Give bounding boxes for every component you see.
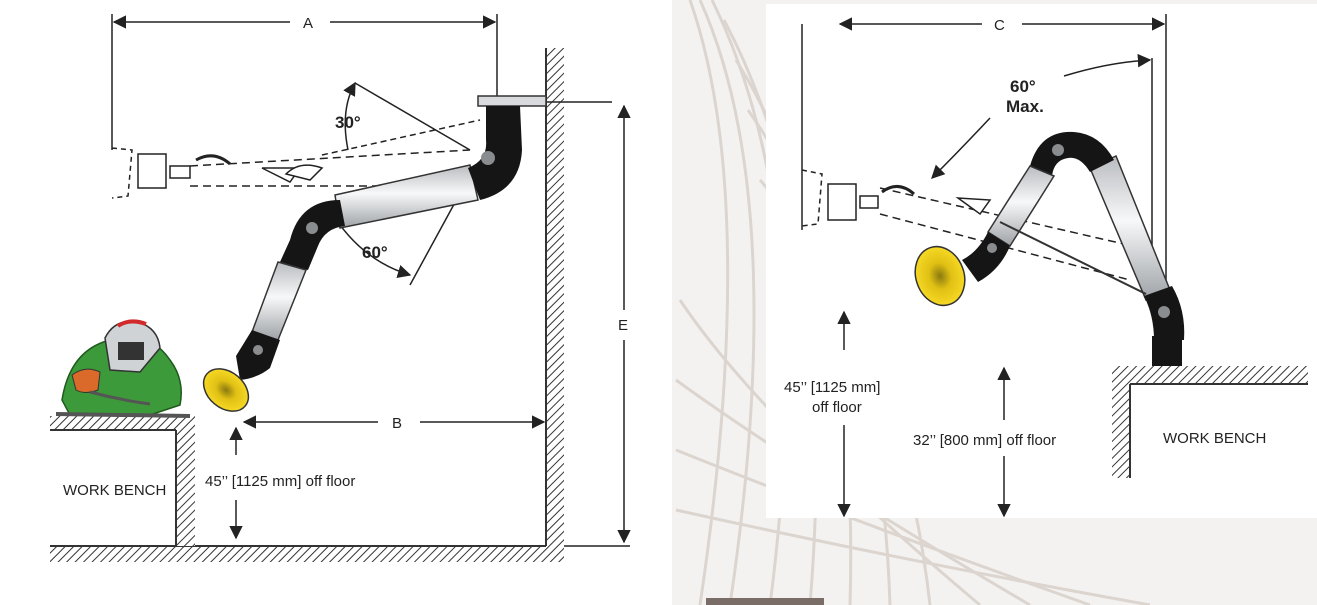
retracted-arm-outline-right [801,169,1151,281]
left-floor [50,546,564,562]
right-work-bench [1112,366,1308,478]
right-height-note-2: 32’’ [800 mm] off floor [913,432,1056,449]
dimension-e [546,101,631,547]
left-height-note: 45’’ [1125 mm] off floor [205,473,355,490]
left-wall [546,48,564,548]
angle-max-label-1: 60° [1010,77,1036,96]
left-work-bench [50,416,195,546]
extraction-arm-left [202,106,522,412]
left-bench-label: WORK BENCH [63,482,166,499]
dimension-e-label: E [618,317,628,334]
left-extraction-hood [202,368,250,412]
dimension-a [111,14,498,150]
left-diagram: WORK BENCH A E [50,14,631,562]
right-extraction-hood [914,245,966,307]
retracted-arm-outline [111,147,471,199]
right-height-note-1a: 45’’ [1125 mm] [784,379,880,396]
dimension-c [801,14,1167,300]
right-height-note-1b: off floor [812,399,862,416]
dimension-b-label: B [392,415,402,432]
angle-60-label: 60° [362,243,388,262]
right-diagram: C 60° Max. WORK BENCH 45’’ [1125 mm] off… [766,4,1317,518]
dimension-a-label: A [303,15,313,32]
bench-mount [1152,336,1182,366]
wall-mount-bracket [477,95,547,107]
extraction-arm-right [914,131,1185,340]
angle-max-label-2: Max. [1006,97,1044,116]
dimension-c-label: C [994,17,1005,34]
right-bench-label: WORK BENCH [1163,430,1266,447]
angle-30-label: 30° [335,113,361,132]
welder-figure [55,319,191,418]
